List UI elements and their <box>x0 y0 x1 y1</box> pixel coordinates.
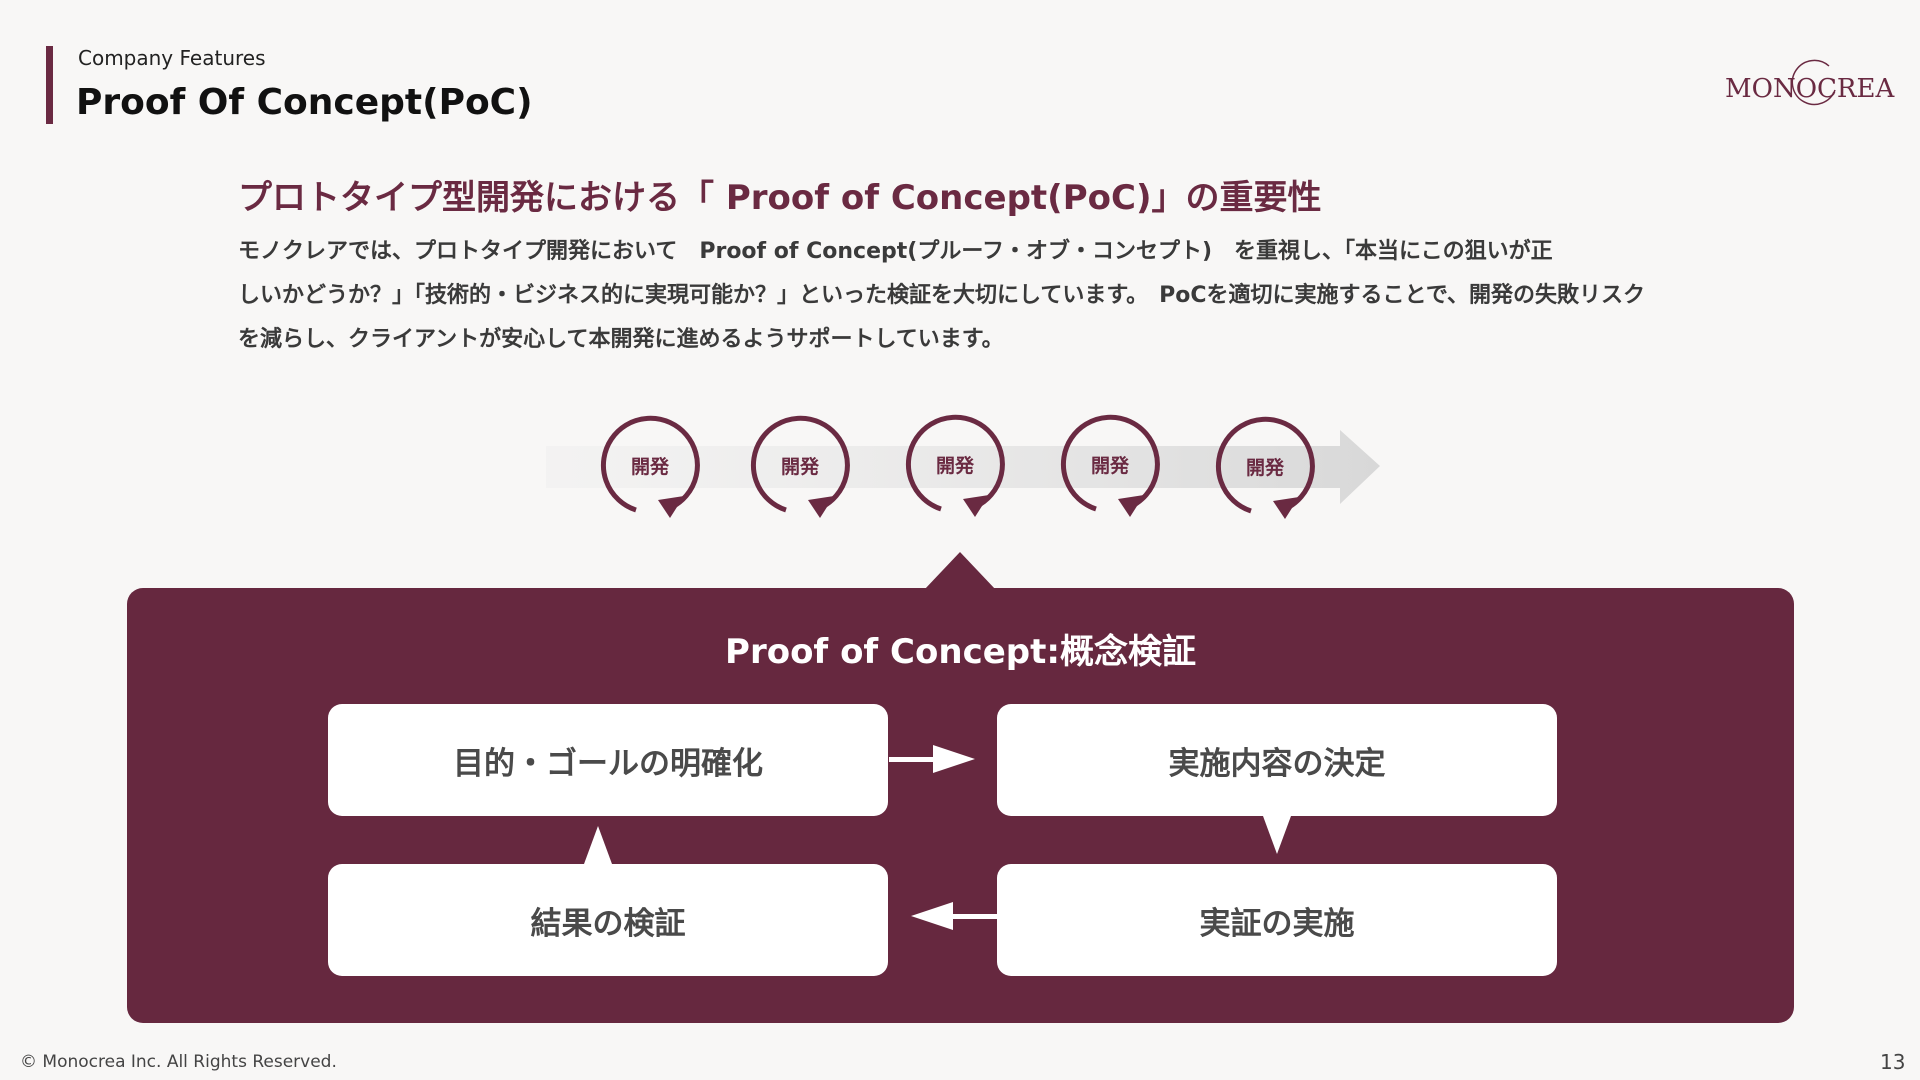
timeline-label-1: 開発 <box>631 455 670 478</box>
arrow-left-icon <box>911 902 997 930</box>
step-execute-proof: 実証の実施 <box>997 864 1557 976</box>
arrow-up-icon <box>584 826 612 864</box>
timeline-cycle-1: 開発 <box>600 415 700 518</box>
timeline-cycle-3: 開発 <box>905 414 1005 517</box>
intro-line-2: しいかどうか？」「技術的・ビジネス的に実現可能か？」といった検証を大切にしていま… <box>238 283 1645 308</box>
timeline-label-4: 開発 <box>1091 454 1130 477</box>
step-clarify-goal: 目的・ゴールの明確化 <box>328 704 888 816</box>
timeline-label-2: 開発 <box>781 455 820 478</box>
logo-ring-icon <box>1791 59 1836 106</box>
step-verify-results: 結果の検証 <box>328 864 888 976</box>
section-headline: プロトタイプ型開発における「 Proof of Concept(PoC)」の重要… <box>238 178 1322 218</box>
intro-line-3: を減らし、クライアントが安心して本開発に進めるようサポートしています。 <box>238 327 1004 352</box>
arrow-right-icon <box>889 745 975 773</box>
intro-paragraph: モノクレアでは、プロトタイプ開発において Proof of Concept(プル… <box>238 230 1678 362</box>
timeline-cycle-4: 開発 <box>1060 414 1160 517</box>
header-accent-bar <box>46 46 53 124</box>
poc-panel: Proof of Concept:概念検証 目的・ゴールの明確化 実施内容の決定… <box>127 588 1794 1023</box>
timeline-label-5: 開発 <box>1246 456 1285 479</box>
development-timeline: 開発 開発 開発 開発 開発 <box>546 414 1380 519</box>
arrow-down-icon <box>1263 816 1291 854</box>
timeline-label-3: 開発 <box>936 454 975 477</box>
timeline-cycle-5: 開発 <box>1215 416 1315 519</box>
company-logo: MONOCREA <box>1725 54 1894 116</box>
poc-pointer <box>924 552 996 590</box>
page-number: 13 <box>1880 1050 1906 1074</box>
step-decide-content: 実施内容の決定 <box>997 704 1557 816</box>
intro-line-1: モノクレアでは、プロトタイプ開発において Proof of Concept(プル… <box>238 239 1553 264</box>
section-subtitle: Company Features <box>78 46 266 70</box>
page-title: Proof Of Concept(PoC) <box>76 82 533 123</box>
logo-wordmark: MONOCREA <box>1725 74 1895 104</box>
copyright-text: © Monocrea Inc. All Rights Reserved. <box>20 1052 337 1072</box>
timeline-cycle-2: 開発 <box>750 415 850 518</box>
poc-title: Proof of Concept:概念検証 <box>725 632 1196 672</box>
